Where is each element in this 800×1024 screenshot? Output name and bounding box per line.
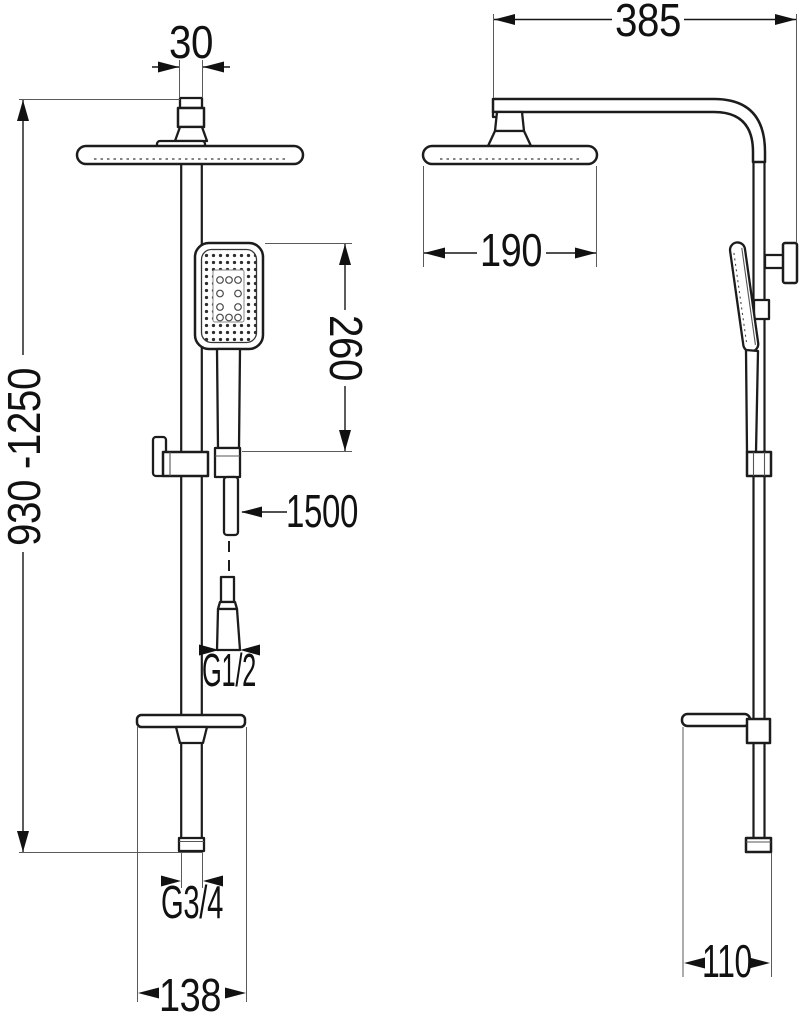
arrowhead-left xyxy=(138,987,159,999)
union-nut xyxy=(176,106,206,129)
arrowhead-right xyxy=(749,957,770,969)
dim-label-hand-shower-length: 260 xyxy=(320,315,372,381)
head-flare xyxy=(173,125,209,143)
arrowhead-left xyxy=(241,506,262,518)
spray-nozzle xyxy=(216,313,224,322)
spray-nozzle xyxy=(234,276,242,284)
arrowhead-down xyxy=(17,831,29,852)
rain-head-side xyxy=(421,144,599,166)
arrowhead-right xyxy=(199,644,219,656)
wall-bracket-bar xyxy=(763,253,786,270)
arrowhead-left xyxy=(203,61,224,73)
shower-arm xyxy=(491,97,767,164)
side-view xyxy=(421,97,799,854)
spray-nozzle xyxy=(216,303,224,311)
dim-label-arm-length: 385 xyxy=(615,0,681,46)
arrowhead-left xyxy=(684,957,705,969)
rain-head-front xyxy=(75,144,305,166)
arrowhead-right xyxy=(225,987,246,999)
spray-nozzle xyxy=(234,313,242,322)
arrowhead-left xyxy=(494,14,515,25)
bottom-fitting xyxy=(177,836,206,853)
dim-label-hose-length: 1500 xyxy=(286,485,358,537)
arrowhead-right xyxy=(575,247,596,259)
arrowhead-left xyxy=(424,247,445,259)
dim-label-wall-offset: 110 xyxy=(702,935,752,987)
spray-nozzle xyxy=(225,313,233,322)
dim-label-bottom-thread: G3/4 xyxy=(161,876,223,928)
hand-shower-side-nozzles xyxy=(733,252,748,345)
hose-end-tube xyxy=(219,575,236,604)
spray-nozzle xyxy=(234,303,242,311)
dim-label-shelf-width: 138 xyxy=(159,969,221,1021)
arrowhead-down xyxy=(339,430,351,451)
arrowhead-left xyxy=(240,644,260,656)
dim-label-hose-thread: G1/2 xyxy=(202,644,256,696)
side-head-flange xyxy=(486,129,533,148)
shelf-side xyxy=(680,712,752,728)
hand-shower-handle xyxy=(215,347,242,450)
arrowhead-up xyxy=(339,244,351,265)
shelf-front xyxy=(135,713,247,729)
side-head-nut xyxy=(493,110,526,133)
shelf-side-block xyxy=(745,717,772,745)
shelf-under-trapezoid xyxy=(174,725,209,745)
arrowhead-up xyxy=(17,100,29,121)
spray-nozzle xyxy=(216,289,224,298)
wall-flange xyxy=(781,241,799,285)
spray-nozzle xyxy=(225,276,233,284)
hand-shower-side-handle xyxy=(744,348,760,454)
front-view xyxy=(75,96,305,853)
spray-nozzle xyxy=(216,276,224,284)
hand-shower-side xyxy=(728,241,760,353)
hose-upper-segment xyxy=(222,475,240,537)
slider-bracket-side xyxy=(745,450,773,478)
hand-shower-side-edge xyxy=(741,247,756,345)
side-bottom-fitting xyxy=(744,836,773,854)
dim-label-column-height: 930 -1250 xyxy=(0,368,50,546)
spray-nozzle xyxy=(234,289,242,298)
dim-label-head-diameter: 190 xyxy=(480,224,542,276)
hand-shower-holder xyxy=(752,298,771,321)
top-pipe-stub xyxy=(178,96,204,110)
arrowhead-right xyxy=(161,875,181,887)
hose-connector xyxy=(213,446,242,479)
arrowhead-right xyxy=(158,61,179,73)
arrowhead-left xyxy=(203,875,223,887)
dim-label-pipe-top-width: 30 xyxy=(169,16,213,68)
arrowhead-right xyxy=(775,14,796,25)
